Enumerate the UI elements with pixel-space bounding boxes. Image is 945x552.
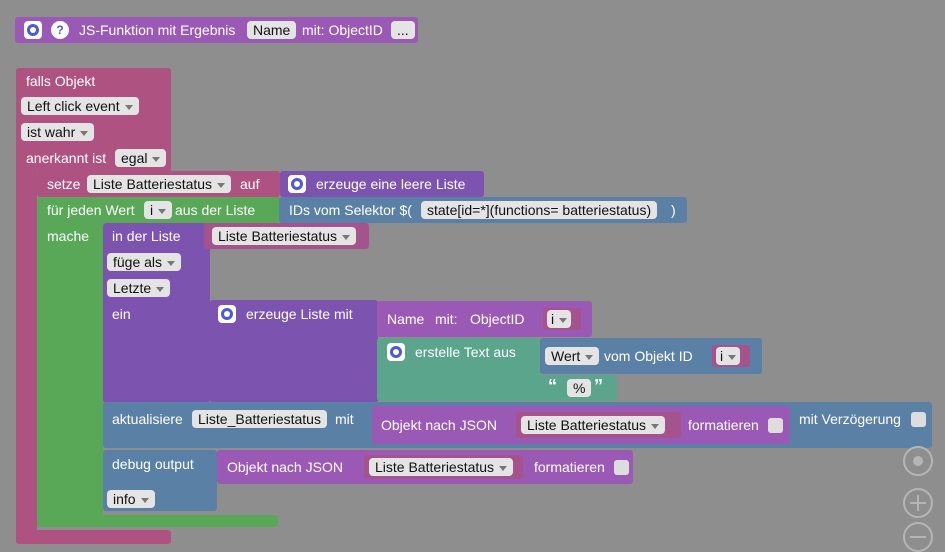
selector-close-label: ) bbox=[671, 202, 676, 218]
create-text-block[interactable]: erstelle Text aus bbox=[377, 338, 540, 401]
list-variable-dropdown[interactable]: Liste Batteriestatus bbox=[212, 227, 357, 245]
debug-json-block[interactable]: Objekt nach JSON Liste Batteriestatus fo… bbox=[217, 450, 633, 484]
do-label: mache bbox=[47, 228, 90, 244]
debug-output-block[interactable]: debug output info bbox=[103, 450, 217, 511]
close-quote-label: ” bbox=[594, 376, 603, 396]
object-value-block[interactable]: Wert vom Objekt ID i bbox=[540, 338, 762, 374]
for-each-from-label: aus der Liste bbox=[175, 202, 256, 218]
debug-label: debug output bbox=[112, 456, 194, 472]
selector-input[interactable]: state[id=*](functions= batteriestatus) bbox=[421, 201, 658, 219]
empty-list-gear-icon[interactable] bbox=[288, 175, 306, 193]
set-variable-block[interactable]: setze Liste Batteriestatus auf bbox=[37, 171, 280, 197]
text-literal-block[interactable]: “ % ” bbox=[538, 375, 617, 401]
update-with-label: mit bbox=[335, 411, 354, 427]
empty-list-block[interactable]: erzeuge eine leere Liste bbox=[280, 171, 484, 197]
set-variable-dropdown[interactable]: Liste Batteriestatus bbox=[87, 175, 232, 193]
create-text-label: erstelle Text aus bbox=[415, 344, 516, 360]
function-call-param-dropdown[interactable]: i bbox=[547, 310, 572, 328]
create-list-block[interactable]: erzeuge Liste mit bbox=[210, 300, 378, 403]
debug-json-label: Objekt nach JSON bbox=[227, 459, 343, 475]
event-condition-dropdown[interactable]: ist wahr bbox=[21, 123, 95, 141]
insert-ein-label: ein bbox=[112, 306, 131, 322]
function-call-block[interactable]: Name mit: ObjectID i bbox=[377, 301, 592, 337]
update-format-label: formatieren bbox=[688, 417, 759, 433]
object-attribute-dropdown[interactable]: Wert bbox=[545, 347, 600, 365]
update-json-var-slot[interactable]: Liste Batteriestatus bbox=[516, 412, 681, 438]
function-header-label: JS-Funktion mit Ergebnis bbox=[79, 22, 236, 38]
create-list-gear-icon[interactable] bbox=[218, 305, 236, 323]
for-each-variable-dropdown[interactable]: i bbox=[144, 201, 173, 219]
debug-json-var-dropdown[interactable]: Liste Batteriestatus bbox=[369, 458, 514, 476]
recenter-icon[interactable] bbox=[903, 446, 933, 476]
function-call-param-slot[interactable]: i bbox=[543, 308, 581, 330]
function-definition-block[interactable]: ? JS-Funktion mit Ergebnis Name mit: Obj… bbox=[15, 17, 418, 43]
function-call-param-label: ObjectID bbox=[470, 311, 525, 327]
update-label: aktualisiere bbox=[112, 411, 183, 427]
event-type-dropdown[interactable]: Left click event bbox=[21, 97, 139, 115]
update-target-field[interactable]: Liste_Batteriestatus bbox=[192, 410, 327, 428]
debug-json-var-slot[interactable]: Liste Batteriestatus bbox=[364, 455, 523, 479]
function-call-name-label: Name bbox=[387, 311, 425, 327]
zoom-out-icon[interactable] bbox=[903, 522, 933, 552]
empty-list-label: erzeuge eine leere Liste bbox=[316, 176, 466, 192]
function-params-label: mit: ObjectID bbox=[302, 22, 383, 38]
update-format-checkbox[interactable] bbox=[768, 418, 783, 433]
insert-position-dropdown[interactable]: Letzte bbox=[107, 279, 171, 297]
update-delay-label: mit Verzögerung bbox=[799, 411, 901, 427]
update-json-block[interactable]: Objekt nach JSON Liste Batteriestatus fo… bbox=[372, 406, 790, 444]
function-call-with-label: mit: bbox=[435, 311, 458, 327]
set-on-label: auf bbox=[240, 176, 260, 192]
debug-format-label: formatieren bbox=[534, 459, 605, 475]
update-json-label: Objekt nach JSON bbox=[381, 417, 497, 433]
selector-label: IDs vom Selektor $( bbox=[289, 202, 412, 218]
function-more-button[interactable]: ... bbox=[391, 21, 415, 39]
ack-dropdown[interactable]: egal bbox=[115, 149, 167, 167]
zoom-out-horizontal bbox=[910, 536, 926, 538]
for-each-label: für jeden Wert bbox=[47, 202, 135, 218]
text-literal-input[interactable]: % bbox=[567, 379, 592, 397]
list-insert-block[interactable]: in der Liste füge als Letzte ein bbox=[103, 223, 210, 403]
debug-format-checkbox[interactable] bbox=[614, 460, 629, 475]
object-of-label: vom Objekt ID bbox=[604, 348, 693, 364]
set-label: setze bbox=[47, 176, 81, 192]
event-label: falls Objekt bbox=[26, 73, 96, 89]
insert-mode-dropdown[interactable]: füge als bbox=[107, 253, 182, 271]
for-each-loop-bar[interactable] bbox=[37, 197, 103, 527]
in-list-label: in der Liste bbox=[112, 228, 181, 244]
event-block-footer bbox=[16, 530, 171, 544]
zoom-in-vertical bbox=[917, 495, 919, 511]
function-settings-gear-icon[interactable] bbox=[24, 21, 42, 39]
help-icon[interactable]: ? bbox=[51, 21, 69, 39]
create-list-label: erzeuge Liste mit bbox=[246, 306, 353, 322]
update-delay-checkbox[interactable] bbox=[911, 412, 926, 427]
event-block-header[interactable]: falls Objekt Left click event ist wahr a… bbox=[16, 68, 171, 172]
event-block-left-bar[interactable] bbox=[16, 68, 37, 544]
object-id-slot[interactable]: i bbox=[712, 345, 750, 367]
create-text-gear-icon[interactable] bbox=[387, 343, 405, 361]
list-variable-block[interactable]: Liste Batteriestatus bbox=[204, 223, 369, 249]
zoom-in-icon[interactable] bbox=[903, 488, 933, 518]
update-json-var-dropdown[interactable]: Liste Batteriestatus bbox=[521, 416, 666, 434]
recenter-dot bbox=[913, 456, 923, 466]
object-id-dropdown[interactable]: i bbox=[716, 347, 741, 365]
for-each-loop-header[interactable]: für jeden Wert i aus der Liste bbox=[37, 197, 280, 223]
open-quote-label: “ bbox=[548, 376, 557, 396]
selector-block[interactable]: IDs vom Selektor $( state[id=*](function… bbox=[279, 197, 687, 223]
ack-label: anerkannt ist bbox=[26, 150, 107, 166]
debug-level-dropdown[interactable]: info bbox=[107, 490, 155, 508]
function-name-field[interactable]: Name bbox=[247, 21, 297, 39]
for-each-loop-footer bbox=[37, 515, 278, 527]
